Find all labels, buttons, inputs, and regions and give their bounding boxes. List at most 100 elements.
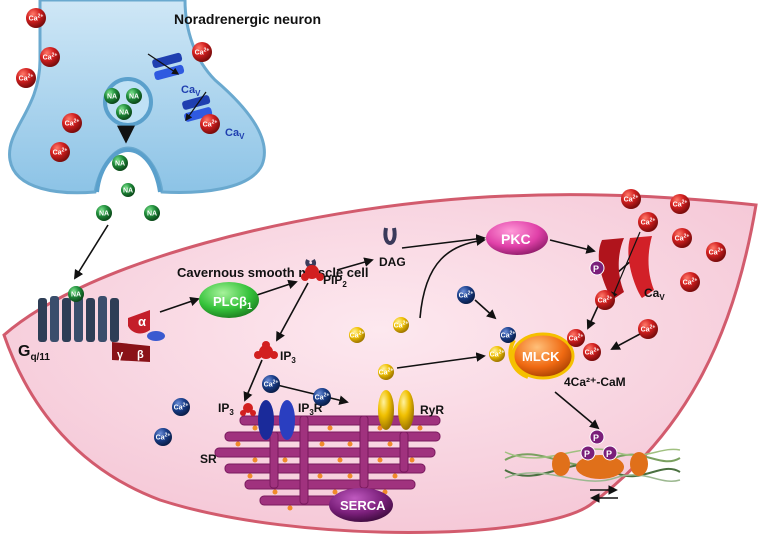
ca-ion-blue: Ca2+: [172, 398, 190, 416]
na-molecule: NA: [144, 205, 160, 221]
ca-ion-red: Ca2+: [192, 42, 212, 62]
svg-text:NA: NA: [147, 211, 157, 218]
ca-ion-red: Ca2+: [670, 194, 690, 214]
ca-ion-red: Ca2+: [672, 228, 692, 248]
alpha1-adrenoceptor: [38, 296, 119, 342]
ca-ion-yellow: Ca2+: [378, 364, 394, 380]
g-protein-alpha: α: [128, 310, 150, 334]
arrow-ca-blue-to-ryr: [276, 384, 349, 405]
svg-text:Ca2+: Ca2+: [203, 120, 218, 129]
ca-ion-blue: Ca2+: [313, 388, 331, 406]
pip2-molecule: [301, 258, 324, 281]
ca-ion-blue: Ca2+: [154, 428, 172, 446]
neuron-title: Noradrenergic neuron: [174, 11, 321, 27]
pip2-label: PIP2: [323, 273, 347, 289]
svg-text:Ca2+: Ca2+: [501, 331, 516, 340]
svg-text:Ca2+: Ca2+: [53, 148, 68, 157]
svg-text:NA: NA: [99, 211, 109, 218]
myosin-phosphates: P P P: [580, 429, 618, 461]
ca-ion-yellow: Ca2+: [349, 327, 365, 343]
cav-label-cell: CaV: [644, 286, 665, 302]
svg-text:Ca2+: Ca2+: [459, 291, 474, 300]
svg-text:Ca2+: Ca2+: [315, 393, 330, 402]
arrow-dag-curve-to-pkc: [419, 236, 486, 319]
svg-text:NA: NA: [123, 188, 133, 195]
ca-ion-red: Ca2+: [706, 242, 726, 262]
arrow-ca-extracellular-in: [586, 303, 600, 330]
sr-ca-dots: [235, 425, 423, 511]
smooth-muscle-cell: [2, 193, 758, 534]
plcb1-enzyme: [199, 282, 259, 318]
ca-ion-red: Ca2+: [638, 319, 658, 339]
serca-pump: [329, 488, 393, 522]
ca-ion-red: Ca2+: [40, 47, 60, 67]
arrow-pip2-to-ip3: [276, 282, 309, 342]
ip3r-label: IP3R: [298, 401, 323, 417]
ca-ion-red: Ca2+: [200, 114, 220, 134]
svg-text:Ca2+: Ca2+: [641, 325, 656, 334]
svg-text:Ca2+: Ca2+: [641, 218, 656, 227]
ca-ion-red: Ca2+: [680, 272, 700, 292]
svg-text:NA: NA: [129, 94, 139, 101]
mlck-label: MLCK: [522, 349, 560, 364]
ip3-label: IP3: [280, 349, 296, 365]
cav-channel-neuron-mid: [182, 91, 213, 122]
svg-text:α: α: [138, 314, 146, 329]
ip3-molecule: [254, 341, 278, 359]
pathway-arrows: [73, 125, 641, 430]
svg-text:Ca2+: Ca2+: [675, 234, 690, 243]
ca-ion-red: Ca2+: [621, 189, 641, 209]
gdp-blob: [147, 331, 165, 341]
svg-text:Ca2+: Ca2+: [379, 368, 394, 377]
cav-channel-neuron-top: [147, 52, 185, 81]
na-molecule: NA: [121, 183, 135, 197]
ryanodine-receptor: [378, 390, 414, 430]
svg-text:Ca2+: Ca2+: [43, 53, 58, 62]
svg-text:Ca2+: Ca2+: [683, 278, 698, 287]
svg-text:γ: γ: [117, 349, 124, 361]
na-molecule: NA: [116, 104, 132, 120]
svg-text:Ca2+: Ca2+: [624, 195, 639, 204]
gq11-label: Gq/11: [18, 343, 50, 363]
ryr-label: RyR: [420, 403, 444, 417]
calmodulin: [508, 339, 529, 379]
cav-label-neuron-top: CaV: [181, 84, 201, 98]
myosin-body: [576, 455, 624, 479]
g-protein-gamma-beta: γ β: [112, 342, 150, 362]
arrow-ip3-to-ip3r: [243, 359, 263, 402]
ca-ion-red: Ca2+: [50, 142, 70, 162]
cav-channel-cell: P: [589, 231, 654, 300]
svg-text:Ca2+: Ca2+: [673, 200, 688, 209]
svg-text:Ca2+: Ca2+: [394, 321, 409, 330]
na-molecule: NA: [104, 88, 120, 104]
arrow-alpha-to-plc: [159, 296, 200, 313]
ca-ion-red: Ca2+: [583, 343, 601, 361]
na-molecule: NA: [68, 286, 84, 302]
ca-ion-red: Ca2+: [638, 212, 658, 232]
ca-ion-yellow: Ca2+: [393, 317, 409, 333]
ca-ion-blue: Ca2+: [500, 327, 516, 343]
svg-text:Ca2+: Ca2+: [156, 433, 171, 442]
svg-text:Ca2+: Ca2+: [195, 48, 210, 57]
svg-text:β: β: [137, 349, 144, 361]
arrow-plc-to-pip2: [256, 279, 298, 296]
svg-text:NA: NA: [119, 110, 129, 117]
ca-ion-blue: Ca2+: [457, 286, 475, 304]
ions-layer: Ca2+ Ca2+ Ca2+ Ca2+ Ca2+ Ca2+ Ca2+ Ca2+ Ca2+ Ca2+…: [16, 8, 726, 446]
dag-label: DAG: [379, 255, 406, 269]
svg-text:Ca2+: Ca2+: [350, 331, 365, 340]
svg-text:NA: NA: [71, 292, 81, 299]
arrow-pkc-to-cav: [549, 239, 596, 254]
ip3-receptor: [240, 400, 295, 440]
svg-text:Ca2+: Ca2+: [585, 348, 600, 357]
svg-text:Ca2+: Ca2+: [598, 296, 613, 305]
phospho-p-cav: [589, 260, 605, 276]
svg-text:Ca2+: Ca2+: [490, 350, 505, 359]
pkc-label: PKC: [501, 231, 531, 247]
svg-text:NA: NA: [107, 94, 117, 101]
arrow-na-to-receptor: [73, 224, 109, 280]
na-molecule: NA: [126, 88, 142, 104]
arrow-mlck-to-myosin: [554, 391, 600, 430]
cam-label: 4Ca²⁺-CaM: [564, 375, 626, 389]
